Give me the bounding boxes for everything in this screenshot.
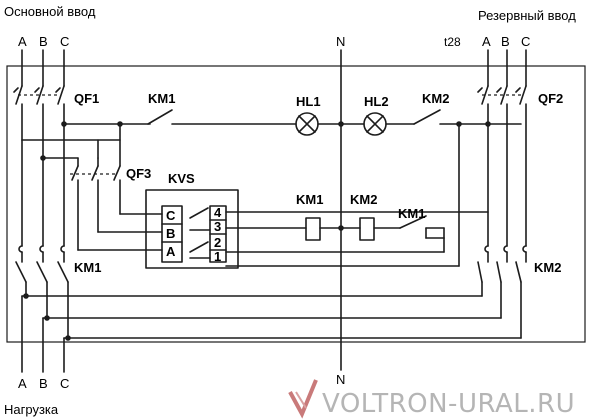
load-busbars — [21, 293, 522, 341]
phase-c-right-top: C — [521, 34, 530, 49]
phase-b-bottom: B — [39, 376, 48, 391]
neutral-top-label: N — [336, 34, 345, 49]
enclosure-frame — [6, 65, 586, 343]
kvs-terminal-2: 2 — [214, 235, 221, 250]
phase-a-bottom: A — [18, 376, 27, 391]
t28-label: t28 — [444, 35, 461, 49]
reserve-input-phases — [477, 49, 527, 339]
phase-b-left-top: B — [39, 34, 48, 49]
load-title: Нагрузка — [4, 402, 59, 417]
qf3-label: QF3 — [126, 166, 151, 181]
phase-b-right-top: B — [501, 34, 510, 49]
kvs-terminal-4: 4 — [214, 205, 222, 220]
control-circuit — [225, 123, 489, 267]
qf1-label: QF1 — [74, 91, 99, 106]
lamp-circuit — [61, 109, 522, 136]
phase-a-left-top: A — [18, 34, 27, 49]
kvs-label: KVS — [168, 171, 195, 186]
km1-main-label: KM1 — [74, 260, 101, 275]
qf2-label: QF2 — [538, 91, 563, 106]
phase-c-bottom: C — [60, 376, 69, 391]
neutral-bottom-label: N — [336, 372, 345, 387]
watermark-text: VOLTRON-URAL.RU — [322, 389, 575, 419]
qf3-circuit — [21, 123, 163, 251]
kvs-terminal-1: 1 — [214, 249, 221, 264]
km2-main-label: KM2 — [534, 260, 561, 275]
main-input-title: Основной ввод — [4, 4, 96, 19]
kvs-terminal-a: A — [166, 244, 176, 259]
hl1-label: HL1 — [296, 94, 321, 109]
phase-c-left-top: C — [60, 34, 69, 49]
kvs-terminal-c: C — [166, 208, 176, 223]
kvs-relay — [145, 189, 239, 269]
watermark: VOLTRON-URAL.RU — [288, 379, 575, 419]
km1-interlock-label: KM1 — [398, 206, 425, 221]
km1-contact-label: KM1 — [148, 91, 175, 106]
km1-coil-label: KM1 — [296, 192, 323, 207]
main-input-phases — [13, 49, 69, 373]
km2-contact-label: KM2 — [422, 91, 449, 106]
kvs-terminal-3: 3 — [214, 219, 221, 234]
v-logo-icon — [288, 379, 318, 419]
kvs-terminal-b: B — [166, 226, 175, 241]
hl2-label: HL2 — [364, 94, 389, 109]
km2-coil-label: KM2 — [350, 192, 377, 207]
reserve-input-title: Резервный ввод — [478, 8, 576, 23]
phase-a-right-top: A — [482, 34, 491, 49]
